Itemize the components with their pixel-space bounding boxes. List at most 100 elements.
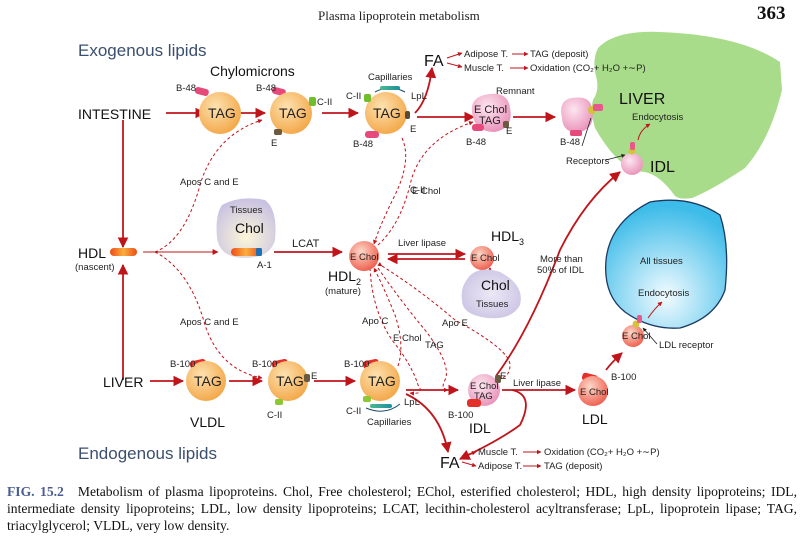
b100-label: B-100 xyxy=(170,359,195,370)
capillaries-label: Capillaries xyxy=(367,417,412,428)
liver-endocytosis-arrow xyxy=(637,123,651,141)
ldl-particle: E Chol B-100 LDL xyxy=(578,372,636,427)
liver-organ-shape xyxy=(591,31,782,199)
b100-label: B-100 xyxy=(611,372,636,383)
muscle-label: Muscle T. xyxy=(478,447,518,458)
liver-endocytosis-label: Endocytosis xyxy=(632,112,683,123)
c2-transfer-label: C-II xyxy=(410,185,425,196)
exogenous-lipids-title: Exogenous lipids xyxy=(78,41,207,60)
more-than-label-1: More than xyxy=(540,254,583,265)
echol-label: E Chol xyxy=(350,252,379,263)
echol-transfer-label: E Chol xyxy=(412,186,441,197)
receptor-pointer-2 xyxy=(605,153,626,161)
tissues-endocytosis-arrow xyxy=(647,301,663,319)
e-label: E xyxy=(410,124,416,135)
tag-label: TAG xyxy=(208,105,236,121)
liver-lipase-hdl-label: Liver lipase xyxy=(398,238,446,249)
hdl3-with-tissues: E Chol HDL3 Chol Tissues xyxy=(461,228,524,319)
liver-lipase-idl-label: Liver lipase xyxy=(513,378,561,389)
caption-text: Metabolism of plasma lipoproteins. Chol,… xyxy=(7,484,797,533)
tissues-label: Tissues xyxy=(230,205,263,216)
chol-label: Chol xyxy=(481,277,510,293)
c2-label: C-II xyxy=(317,97,332,108)
fa-bottom-label: FA xyxy=(440,455,460,472)
tag-label: TAG xyxy=(194,373,222,389)
muscle-label: Muscle T. xyxy=(464,63,504,74)
liver-source-label: LIVER xyxy=(103,374,143,390)
b100-label: B-100 xyxy=(344,359,369,370)
hdl3-label: HDL3 xyxy=(491,228,524,247)
more-than-label-2: 50% of IDL xyxy=(537,265,584,276)
lpl-label: LpL xyxy=(404,397,420,408)
mature-label: (mature) xyxy=(325,286,361,297)
c2-label: C-II xyxy=(267,410,282,421)
idl-at-liver: IDL xyxy=(621,142,675,176)
b100-label: B-100 xyxy=(252,359,277,370)
a1-label: A-1 xyxy=(257,260,272,271)
apo-e-label: Apo E xyxy=(442,318,468,329)
hdl-nascent: HDL (nascent) xyxy=(75,245,137,273)
intestine-label: INTESTINE xyxy=(78,106,151,122)
tag-deposit-label: TAG (deposit) xyxy=(544,461,602,472)
remnant-at-liver-receptor: B-48 xyxy=(560,97,603,148)
echol-label: E Chol xyxy=(470,381,499,392)
chylomicrons-label: Chylomicrons xyxy=(210,63,295,79)
remnant-label: Remnant xyxy=(496,86,535,97)
endogenous-lipids-title: Endogenous lipids xyxy=(78,444,217,463)
c2-label: C-II xyxy=(346,406,361,417)
tissues-endocytosis-label: Endocytosis xyxy=(638,288,689,299)
receptor-pointer xyxy=(581,117,592,147)
vldl-nascent: TAG B-100 VLDL xyxy=(170,358,226,430)
echol-label: E Chol xyxy=(622,331,651,342)
echol-label: E Chol xyxy=(580,387,609,398)
hdl-label: HDL xyxy=(78,245,106,261)
e-label: E xyxy=(500,371,506,382)
page-number: 363 xyxy=(757,3,786,24)
chylomicron-at-capillary: TAG C-II Capillaries LpL E B-48 xyxy=(346,72,427,150)
tag-transfer-label: TAG xyxy=(425,340,444,351)
vldl-mature: TAG B-100 E C-II xyxy=(252,358,317,421)
chylomicron-nascent: TAG B-48 xyxy=(176,83,241,134)
idl-label: IDL xyxy=(469,420,491,436)
adipose-label: Adipose T. xyxy=(478,461,522,472)
tag-deposit-label: TAG (deposit) xyxy=(530,49,588,60)
idl-particle: E Chol TAG E B-100 IDL xyxy=(448,371,506,436)
liver-organ-label: LIVER xyxy=(619,91,665,108)
b100-label: B-100 xyxy=(448,410,473,421)
tissues-label: Tissues xyxy=(476,299,509,310)
vldl-label: VLDL xyxy=(190,414,225,430)
oxidation-label: Oxidation (CO₂+ H₂O +∼P) xyxy=(530,63,646,74)
peripheral-tissues-left: Tissues Chol A-1 xyxy=(216,198,276,271)
figure-label: FIG. 15.2 xyxy=(7,484,64,499)
b48-label: B-48 xyxy=(176,83,196,94)
flow-arrows xyxy=(117,66,623,460)
chol-label: Chol xyxy=(235,220,264,236)
all-tissues-label: All tissues xyxy=(640,256,683,267)
tag-label: TAG xyxy=(276,373,304,389)
idl-label: IDL xyxy=(650,159,675,176)
tag-label: TAG xyxy=(474,391,493,402)
b48-label: B-48 xyxy=(353,139,373,150)
nascent-label: (nascent) xyxy=(75,262,115,273)
hdl2-label: HDL2 xyxy=(328,268,361,287)
apos-c-e-label-bottom: Apos C and E xyxy=(180,317,239,328)
b48-label: B-48 xyxy=(560,137,580,148)
all-tissues-shape xyxy=(604,199,728,329)
chylomicron-remnant: Remnant E Chol TAG E B-48 xyxy=(466,86,535,148)
tag-label: TAG xyxy=(279,105,307,121)
echol-label: E Chol xyxy=(474,104,507,116)
running-title: Plasma lipoprotein metabolism xyxy=(318,8,480,23)
transfer-arrows xyxy=(154,119,511,396)
page-header: Plasma lipoprotein metabolism 363 xyxy=(0,0,800,30)
receptors-label: Receptors xyxy=(566,156,610,167)
oxidation-label: Oxidation (CO₂+ H₂O +∼P) xyxy=(544,447,660,458)
tag-label: TAG xyxy=(373,105,401,121)
lipoprotein-metabolism-diagram: Exogenous lipids Endogenous lipids LIVER… xyxy=(75,31,782,472)
ldl-receptor-label: LDL receptor xyxy=(659,340,714,351)
lcat-label: LCAT xyxy=(292,238,320,250)
capillaries-label: Capillaries xyxy=(368,72,413,83)
c2-label: C-II xyxy=(346,91,361,102)
hdl2-particle: E Chol HDL2 (mature) xyxy=(325,241,379,297)
lpl-label: LpL xyxy=(411,91,427,102)
